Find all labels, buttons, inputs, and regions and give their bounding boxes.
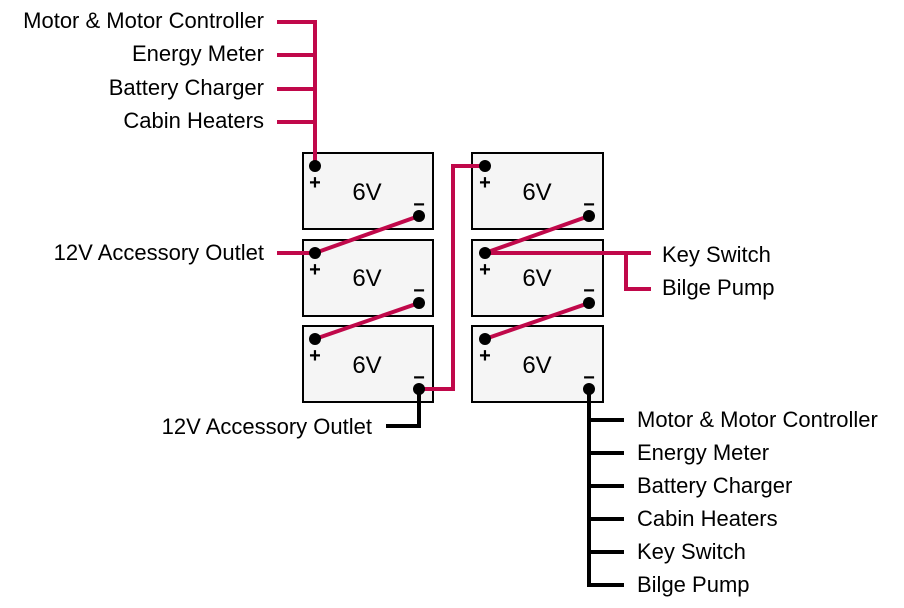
battery-voltage-label: 6V xyxy=(522,179,551,206)
terminal-positive xyxy=(479,160,491,172)
negative-sign: − xyxy=(583,280,595,302)
positive-sign: + xyxy=(479,345,491,367)
terminal-negative xyxy=(583,297,595,309)
negative-sign: − xyxy=(413,367,425,389)
series-link-right-2-3 xyxy=(484,301,590,341)
load-label-positive: Energy Meter xyxy=(132,41,264,66)
negative-sign: − xyxy=(583,367,595,389)
terminal-negative xyxy=(413,297,425,309)
negative-sign: − xyxy=(583,194,595,216)
battery-voltage-label: 6V xyxy=(352,179,381,206)
terminal-negative xyxy=(583,210,595,222)
positive-sign: + xyxy=(479,259,491,281)
terminal-negative xyxy=(583,383,595,395)
terminals xyxy=(309,160,595,395)
positive-bus-right xyxy=(485,251,651,291)
battery-right-3: 6V + − xyxy=(471,325,604,403)
series-link-left-1-2 xyxy=(314,214,420,255)
battery-voltage-label: 6V xyxy=(522,352,551,379)
load-label-positive: Motor & Motor Controller xyxy=(23,8,264,33)
terminal-negative xyxy=(413,383,425,395)
accessory-outlet-negative-label: 12V Accessory Outlet xyxy=(162,414,372,439)
terminal-positive xyxy=(479,333,491,345)
terminal-positive xyxy=(479,247,491,259)
load-label-positive: Battery Charger xyxy=(109,75,264,100)
load-label-positive: Bilge Pump xyxy=(662,275,775,300)
battery-left-3: 6V + − xyxy=(302,325,434,403)
positive-sign: + xyxy=(309,345,321,367)
battery-left-2: 6V + − xyxy=(302,239,434,317)
positive-sign: + xyxy=(309,172,321,194)
positive-sign: + xyxy=(309,259,321,281)
load-label-positive: Key Switch xyxy=(662,242,771,267)
positive-sign: + xyxy=(479,172,491,194)
negative-sign: − xyxy=(413,280,425,302)
series-link-left-2-3 xyxy=(314,301,420,341)
terminal-positive xyxy=(309,160,321,172)
battery-voltage-label: 6V xyxy=(522,265,551,292)
battery-voltage-label: 6V xyxy=(352,352,381,379)
battery-left-1: 6V + − xyxy=(302,152,434,230)
load-label-negative: Motor & Motor Controller xyxy=(637,407,878,432)
terminal-negative xyxy=(413,210,425,222)
load-label-negative: Battery Charger xyxy=(637,473,792,498)
terminal-positive xyxy=(309,247,321,259)
battery-right-1: 6V + − xyxy=(471,152,604,230)
negative-bus xyxy=(587,389,624,587)
load-label-negative: Key Switch xyxy=(637,539,746,564)
terminal-positive xyxy=(309,333,321,345)
accessory-negative-wire xyxy=(386,389,421,428)
load-label-positive: Cabin Heaters xyxy=(123,108,264,133)
positive-bus-left xyxy=(277,20,317,166)
battery-voltage-label: 6V xyxy=(352,265,381,292)
series-link-right-1-2 xyxy=(484,214,590,255)
negative-sign: − xyxy=(413,194,425,216)
load-label-negative: Energy Meter xyxy=(637,440,769,465)
accessory-outlet-positive-label: 12V Accessory Outlet xyxy=(54,240,264,265)
load-label-negative: Cabin Heaters xyxy=(637,506,778,531)
bank-interconnect-wire xyxy=(419,164,485,391)
load-label-negative: Bilge Pump xyxy=(637,572,750,597)
